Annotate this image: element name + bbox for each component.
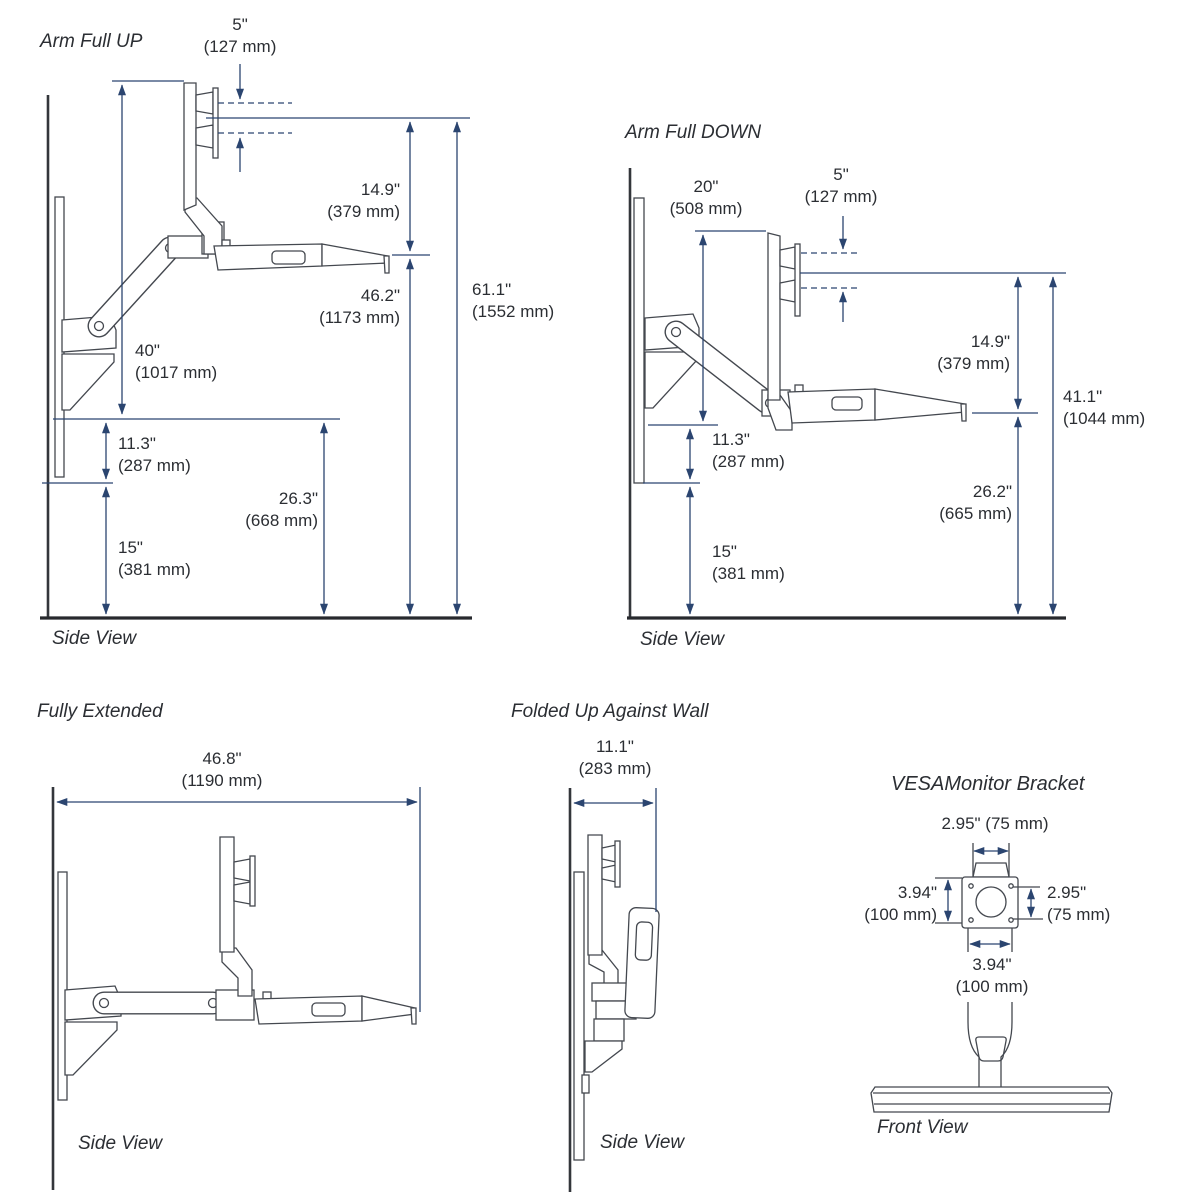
tray-handle [831, 396, 863, 411]
diagram-title-vesa-bracket: VESAMonitor Bracket [891, 773, 1085, 795]
folded-tray [624, 907, 660, 1019]
view-label-vesa: Front View [877, 1117, 968, 1138]
monitor-outline [767, 232, 781, 401]
dim-label-folded-depth: 11.1" (283 mm) [578, 737, 652, 778]
dim-label-up-clearance: 26.3" (668 mm) [245, 489, 318, 530]
dim-label-up-monitor-height: 40" (1017 mm) [135, 341, 218, 382]
wall-bracket-wedge [644, 351, 698, 409]
dim-label-extended-reach: 46.8" (1190 mm) [181, 749, 263, 790]
mouse-tray [321, 243, 389, 267]
wall-bracket-wedge [64, 1021, 118, 1076]
tray-handle [311, 1002, 346, 1017]
diagram-title-folded: Folded Up Against Wall [511, 701, 709, 722]
vesa-clamp [195, 91, 214, 115]
wall-bracket-wedge [584, 1040, 623, 1073]
track-end-cap [581, 1074, 590, 1094]
vesa-clamp [601, 844, 617, 863]
monitor-outline [183, 82, 197, 211]
arm-pivot [670, 326, 682, 338]
vesa-clamp [601, 864, 617, 883]
monitor-elbow [588, 949, 619, 989]
stem-left [967, 1002, 980, 1087]
dim-label-up-total-height: 61.1" (1552 mm) [472, 280, 555, 321]
view-label-extended: Side View [78, 1133, 163, 1154]
bracket-top-tab [972, 862, 1010, 878]
stem-cutout [975, 1036, 1007, 1062]
dim-label-down-total-height: 41.1" (1044 mm) [1063, 387, 1146, 428]
stem-right [1000, 1002, 1013, 1087]
tray-handle [634, 921, 654, 961]
dim-label-down-track: 11.3" (287 mm) [712, 430, 785, 471]
monitor-elbow [184, 197, 223, 255]
dim-label-up-tray-height: 46.2" (1173 mm) [319, 286, 400, 327]
center-hole [975, 886, 1007, 918]
folded-arm-upper [591, 982, 631, 1002]
monitor-outline [219, 836, 235, 953]
mouse-tray [361, 995, 416, 1022]
keyboard-tray [254, 995, 363, 1025]
vesa-clamp [779, 246, 796, 270]
dim-label-up-riser: 14.9" (379 mm) [327, 180, 400, 221]
vesa-hole [1008, 917, 1014, 923]
vesa-plate-bar [249, 855, 256, 907]
monitor-base-bar [870, 1086, 1113, 1113]
arm-full-down-drawing [627, 168, 1066, 620]
vesa-hole [968, 917, 974, 923]
dim-label-down-riser: 14.9" (379 mm) [937, 332, 1010, 373]
wall-bracket-wedge [61, 353, 115, 411]
vesa-plate-bar [614, 840, 621, 888]
wall-track [573, 871, 585, 1161]
dim-label-vesa-right: 2.95" (75 mm) [1047, 883, 1111, 924]
dim-label-up-floor-gap: 15" (381 mm) [118, 538, 191, 579]
wall-track [57, 871, 68, 1101]
vesa-clamp [233, 881, 251, 905]
vesa-hole [1008, 883, 1014, 889]
diagram-title-arm-full-up: Arm Full UP [40, 31, 143, 52]
dim-label-down-floor-gap: 15" (381 mm) [712, 542, 785, 583]
vesa-plate-bar [212, 87, 219, 159]
dim-label-up-lift: 5" (127 mm) [203, 15, 277, 56]
folded-up-drawing [568, 788, 660, 1192]
mouse-tray [874, 388, 966, 421]
diagram-title-fully-extended: Fully Extended [37, 701, 163, 722]
dim-label-down-drop: 20" (508 mm) [669, 177, 743, 218]
fully-extended-drawing [51, 787, 421, 1190]
wall-bracket [593, 1018, 625, 1042]
arm-full-up-drawing [40, 64, 472, 620]
tray-end-stop [410, 1007, 417, 1025]
diagram-title-arm-full-down: Arm Full DOWN [625, 122, 762, 143]
dim-label-vesa-bottom: 3.94" (100 mm) [955, 955, 1029, 996]
view-label-up: Side View [52, 628, 137, 649]
tray-end-stop [960, 403, 967, 422]
tray-end-stop [383, 255, 390, 274]
view-label-down: Side View [640, 629, 725, 650]
vesa-clamp [779, 279, 796, 303]
vesa-plate-bar [794, 243, 801, 317]
vesa-bracket-drawing [870, 843, 1113, 1113]
monitor-outline [587, 834, 603, 956]
vesa-clamp [233, 858, 251, 882]
monitor-elbow [221, 947, 253, 997]
keyboard-tray [213, 243, 323, 271]
wall-track [633, 197, 645, 484]
dim-label-up-track: 11.3" (287 mm) [118, 434, 191, 475]
dim-label-down-lift: 5" (127 mm) [804, 165, 878, 206]
vesa-clamp [195, 124, 214, 149]
tray-handle [271, 250, 306, 265]
dim-label-vesa-top: 2.95" (75 mm) [941, 814, 1049, 833]
arm-pivot [93, 320, 105, 332]
view-label-folded: Side View [600, 1132, 685, 1153]
dim-label-down-clearance: 26.2" (665 mm) [939, 482, 1012, 523]
arm-pivot [98, 997, 110, 1009]
vesa-hole [968, 883, 974, 889]
dim-label-vesa-left: 3.94" (100 mm) [864, 883, 937, 924]
